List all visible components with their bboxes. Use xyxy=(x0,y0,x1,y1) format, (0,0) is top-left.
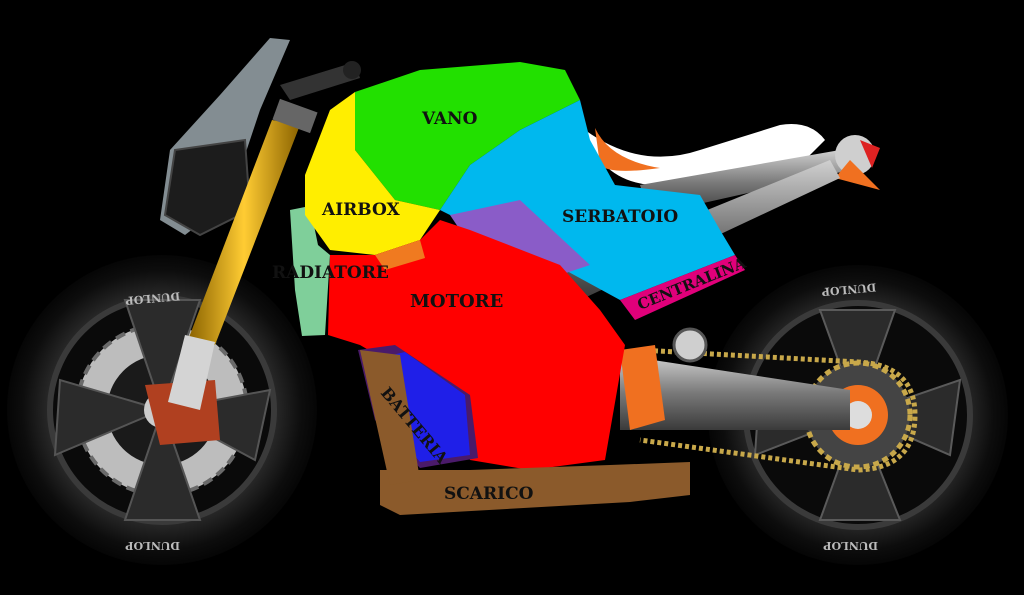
handlebar xyxy=(280,62,360,100)
front-wheel: DUNLOP DUNLOP xyxy=(7,255,317,565)
region-intake-purple xyxy=(450,200,590,280)
label-serbatoio: SERBATOIO xyxy=(562,207,678,227)
region-scarico xyxy=(380,462,690,515)
label-vano: VANO xyxy=(421,109,478,129)
region-motore xyxy=(328,220,625,470)
label-motore: MOTORE xyxy=(410,291,503,312)
label-radiatore: RADIATORE xyxy=(272,263,389,283)
region-serbatoio xyxy=(440,100,735,300)
fork-lower xyxy=(168,335,215,410)
component-regions xyxy=(290,62,745,515)
front-tire-brand-top: DUNLOP xyxy=(125,289,181,307)
region-radiatore xyxy=(290,206,330,336)
label-scarico: SCARICO xyxy=(444,484,534,504)
swingarm-pivot xyxy=(672,327,708,363)
swingarm-arm xyxy=(620,355,850,430)
rear-hub-center xyxy=(844,401,872,429)
front-end xyxy=(160,38,361,410)
rear-orange-flap xyxy=(835,160,880,190)
region-orange-joint xyxy=(375,240,425,270)
rear-tire-brand-top: DUNLOP xyxy=(821,280,877,298)
region-vano xyxy=(355,62,580,210)
region-centralina xyxy=(620,255,745,320)
handlebar-end xyxy=(343,61,361,79)
headlight-fairing xyxy=(163,138,252,237)
chain xyxy=(639,347,918,473)
region-scarico-bracket xyxy=(360,350,420,485)
front-tire-brand-bottom: DUNLOP xyxy=(125,539,180,552)
tail-light-red xyxy=(860,140,880,168)
rear-shock-orange xyxy=(620,345,665,430)
region-airbox xyxy=(305,92,440,255)
fork-tube xyxy=(188,120,300,345)
triple-clamp xyxy=(272,98,318,134)
tail-orange-accent xyxy=(595,128,660,171)
label-airbox: AIRBOX xyxy=(321,200,400,220)
rear-tire-brand-bottom: DUNLOP xyxy=(823,539,878,552)
